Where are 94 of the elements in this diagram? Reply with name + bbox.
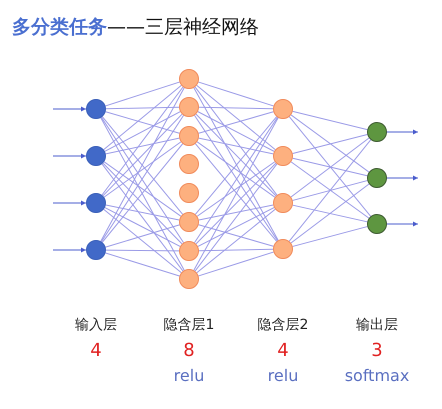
connection-line [198, 138, 274, 154]
connection-line [105, 204, 180, 220]
arrow [52, 248, 86, 252]
neuron-circle [179, 269, 199, 289]
connection-line [193, 117, 279, 271]
arrow [386, 130, 418, 134]
arrow [386, 222, 418, 226]
connection-line [196, 141, 276, 198]
neuron-circle [86, 146, 106, 166]
activation-function: relu [268, 366, 298, 385]
connection-line [105, 224, 180, 248]
connection-line [198, 224, 274, 247]
neuron-count: 8 [183, 340, 195, 361]
connection-line [196, 84, 276, 150]
title: 多分类任务——三层神经网络 [12, 15, 259, 40]
connection-line [104, 141, 182, 198]
connection-line [104, 161, 182, 217]
connection-line [292, 110, 368, 130]
connection-line [104, 111, 181, 152]
connection-line [198, 204, 274, 221]
layer-name: 隐含层1 [164, 316, 214, 334]
connection-line [290, 161, 370, 219]
arrow [386, 176, 418, 180]
connection-line [106, 250, 180, 252]
activation-function: softmax [344, 366, 410, 385]
neuron-circle [367, 168, 387, 188]
connection-line [100, 117, 185, 271]
connection-line [194, 116, 278, 215]
connection-line [102, 114, 183, 196]
connection-line [105, 82, 180, 106]
connection-line [288, 139, 372, 242]
connection-line [292, 180, 368, 201]
connection-line [102, 163, 184, 272]
neuron-circle [273, 99, 293, 119]
connection-line [290, 184, 370, 244]
connection-line [197, 207, 275, 247]
neuron-circle [367, 214, 387, 234]
activation-function: relu [174, 366, 204, 385]
neuron-circle [86, 240, 106, 260]
connection-line [193, 87, 279, 241]
neuron-circle [179, 183, 199, 203]
neuron-circle [86, 99, 106, 119]
neuron-circle [179, 97, 199, 117]
layer-name: 输入层 [75, 316, 117, 334]
arrow [52, 200, 86, 206]
connection-line [102, 143, 184, 243]
connection-line [102, 162, 182, 244]
neuron-count: 4 [277, 340, 289, 361]
connection-line [104, 207, 181, 247]
connection-line [196, 161, 276, 217]
connection-line [103, 84, 182, 150]
connection-line [194, 163, 278, 272]
connection-line [105, 138, 180, 154]
connection-line [197, 111, 275, 152]
neuron-circle [367, 122, 387, 142]
neuron-count: 4 [90, 340, 102, 361]
connection-line [198, 111, 274, 134]
neuron-circle [179, 69, 199, 89]
connection-line [290, 138, 370, 198]
connection-line [198, 82, 274, 106]
connection-line [194, 143, 278, 242]
connection-line [102, 116, 184, 215]
connection-line [100, 87, 185, 242]
layer-name: 输出层 [356, 316, 398, 334]
arrow [52, 154, 86, 158]
connection-line [106, 106, 180, 110]
neuron-circle [179, 241, 199, 261]
connection-line [103, 208, 182, 274]
connection-line [292, 226, 368, 247]
connection-line [105, 252, 180, 277]
neuron-circle [179, 154, 199, 174]
neuron-circle [273, 239, 293, 259]
neuron-circle [86, 193, 106, 213]
neuron-count: 3 [371, 340, 383, 361]
neuron-circle [273, 193, 293, 213]
connection-line [198, 252, 274, 276]
connection-line [292, 158, 368, 176]
connection-line [196, 114, 276, 196]
connection-line [198, 106, 274, 110]
connection-line [194, 86, 278, 196]
connection-line [196, 162, 276, 244]
connection-line [292, 134, 368, 154]
connection-line [196, 208, 276, 274]
connection-line [102, 86, 184, 196]
connection-line [105, 111, 180, 134]
neuron-circle [179, 212, 199, 232]
layer-name: 隐含层2 [258, 316, 308, 334]
connection-line [288, 116, 372, 217]
connection-line [198, 248, 274, 252]
connection-line [290, 114, 370, 173]
arrow [52, 106, 86, 112]
neuron-circle [273, 146, 293, 166]
neuron-circle [179, 126, 199, 146]
connection-line [292, 204, 368, 222]
